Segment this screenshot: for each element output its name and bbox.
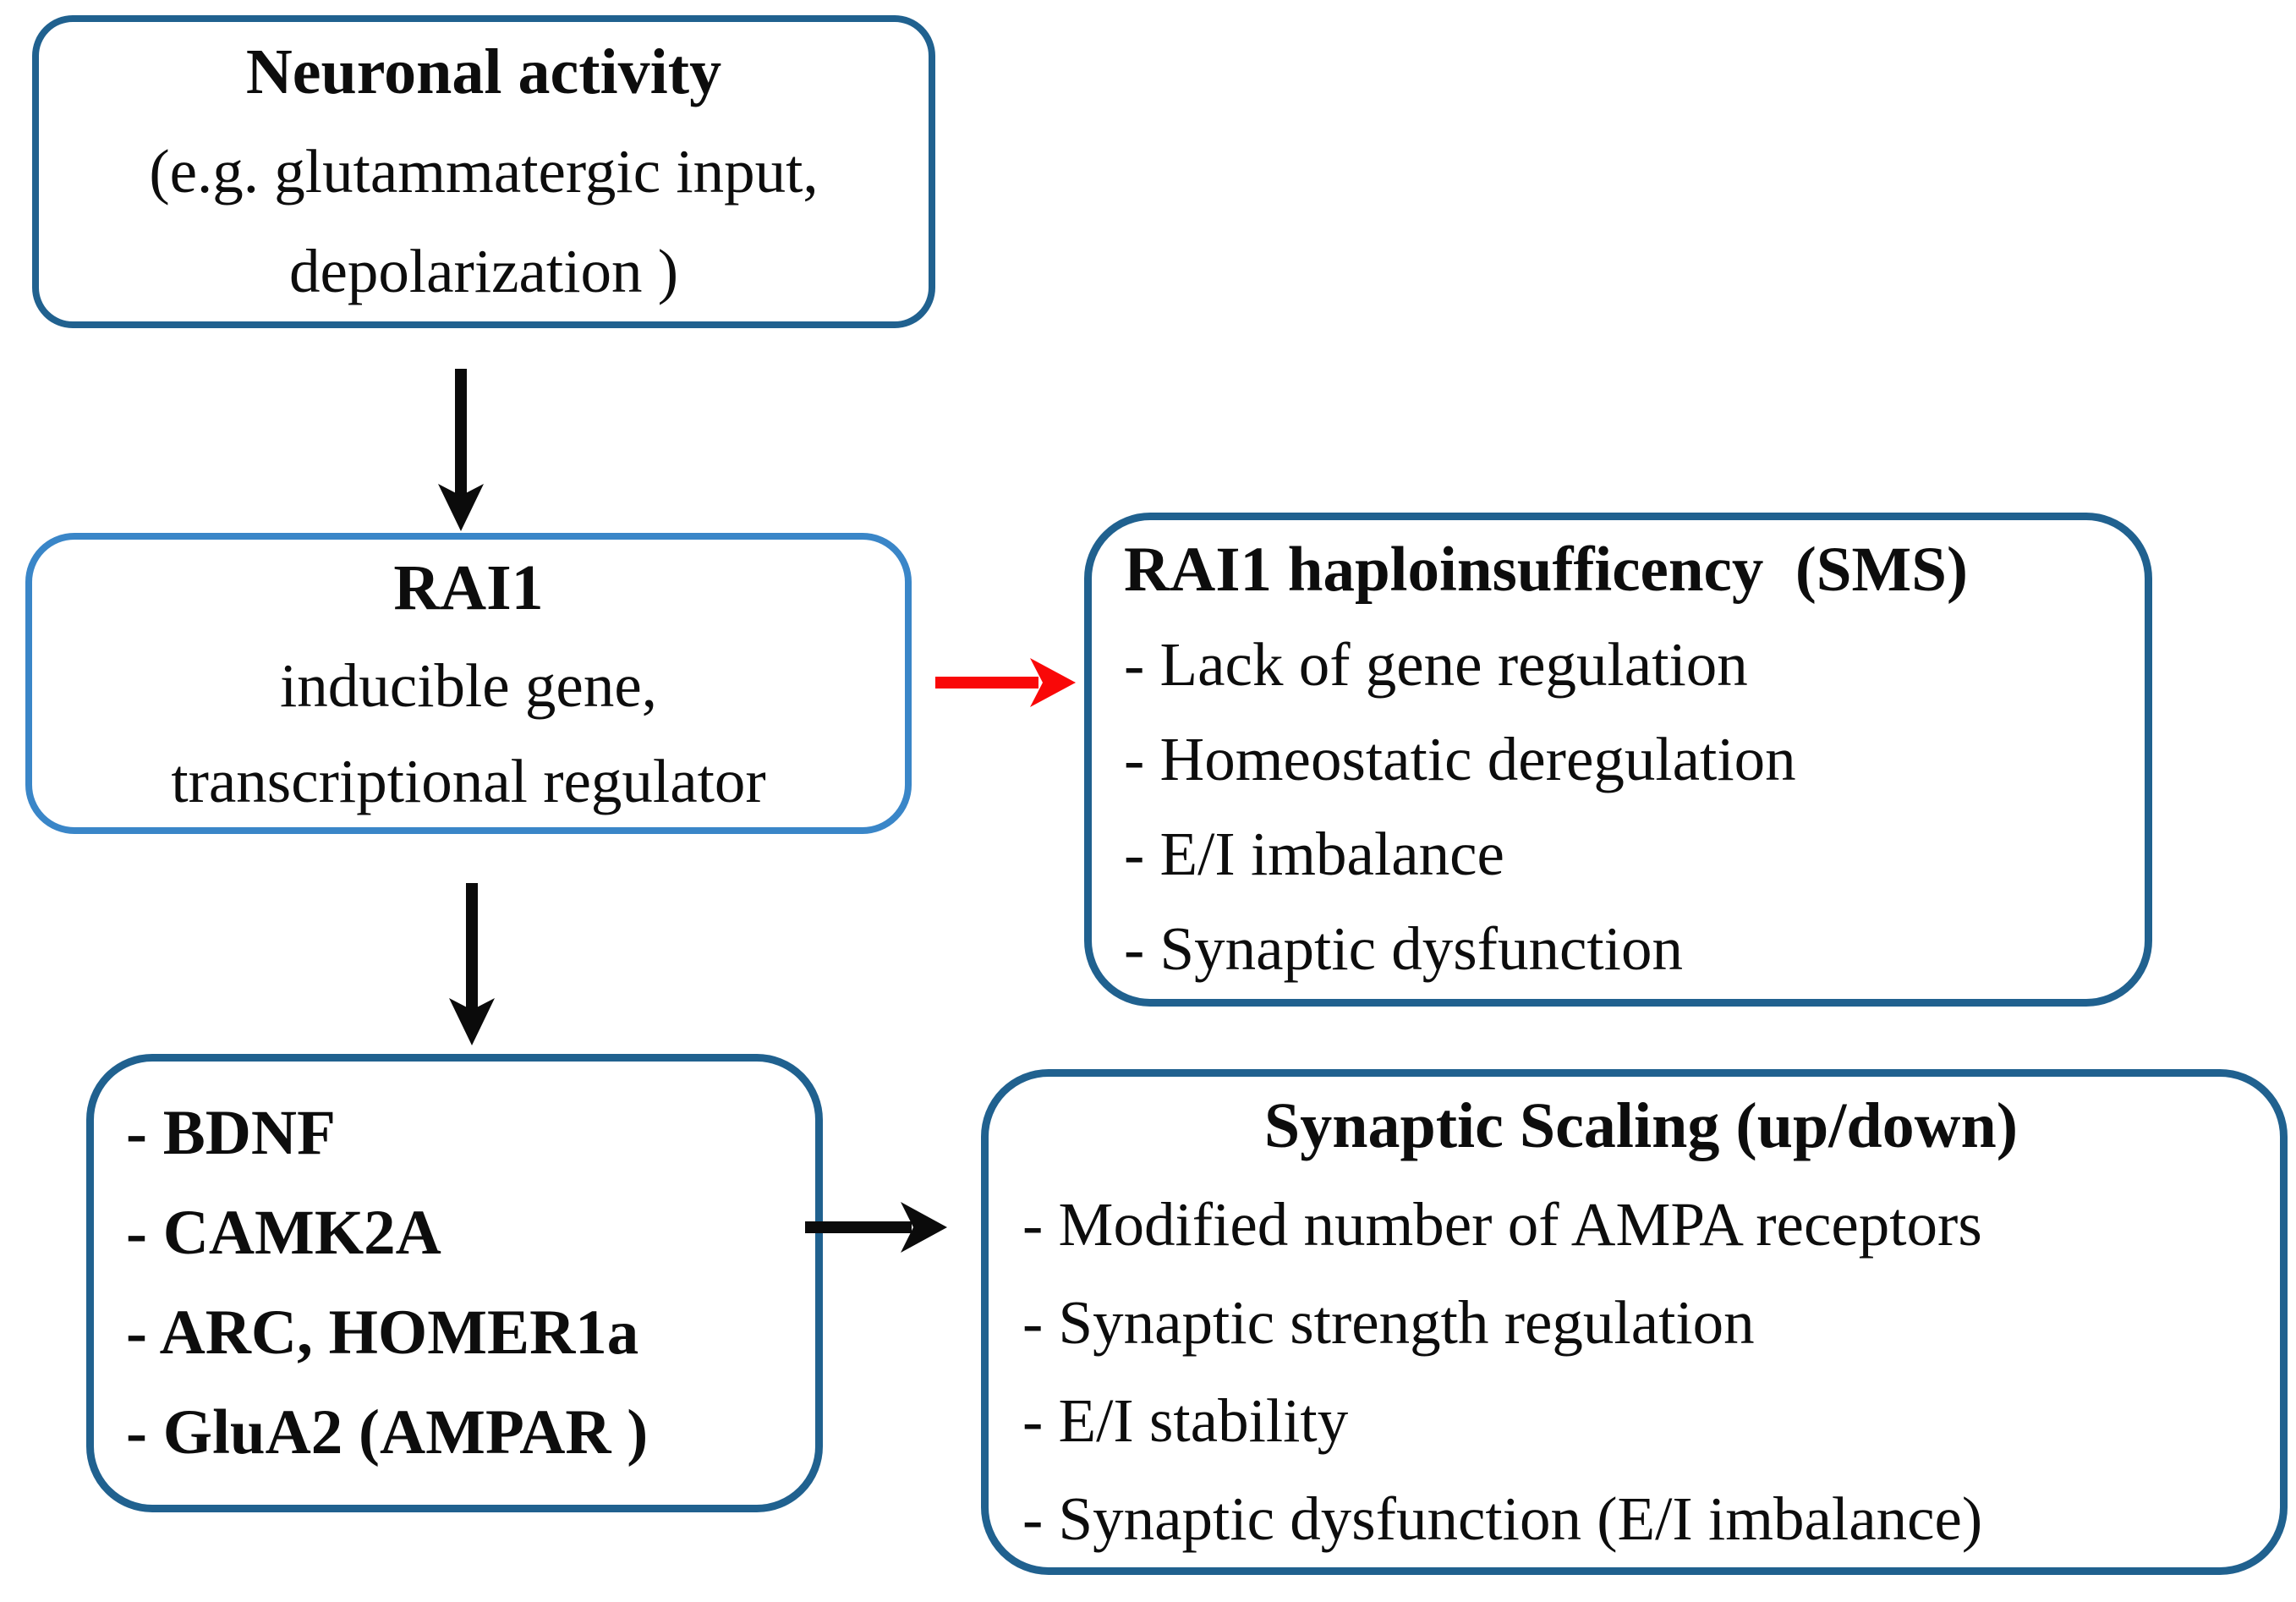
bullet-item: - E/I imbalance: [1124, 820, 1504, 888]
arrow-down-icon: [438, 369, 484, 531]
neuronal-activity-line: (e.g. glutammatergic input,: [149, 137, 819, 206]
haploinsufficiency-title: RAI1 haploinsufficency (SMS): [1124, 535, 1968, 605]
box-synaptic-scaling: Synaptic Scaling (up/down) - Modified nu…: [981, 1069, 2288, 1575]
rai1-line: inducible gene,: [280, 651, 657, 720]
rai1-title: RAI1: [393, 552, 544, 623]
box-rai1: RAI1 inducible gene, transcriptional reg…: [25, 533, 912, 834]
bullet-item: - CAMK2A: [126, 1198, 441, 1268]
bullet-item: - Synaptic dysfunction: [1124, 914, 1683, 983]
neuronal-activity-line: depolarization ): [288, 237, 679, 305]
bullet-item: - Synaptic strength regulation: [1022, 1288, 1755, 1357]
neuronal-activity-title: Neuronal activity: [245, 36, 722, 107]
box-target-genes: - BDNF - CAMK2A - ARC, HOMER1a - GluA2 (…: [86, 1054, 823, 1512]
bullet-item: - Homeostatic deregulation: [1124, 725, 1796, 793]
bullet-item: - ARC, HOMER1a: [126, 1298, 639, 1368]
arrow-right-red-icon: [935, 658, 1076, 707]
bullet-item: - GluA2 (AMPAR ): [126, 1397, 649, 1468]
synaptic-scaling-title: Synaptic Scaling (up/down): [1263, 1090, 2019, 1161]
box-rai1-haploinsufficiency: RAI1 haploinsufficency (SMS) - Lack of g…: [1084, 513, 2152, 1007]
arrow-right-icon: [805, 1202, 947, 1253]
arrow-down-icon: [449, 883, 495, 1045]
rai1-line: transcriptional regulator: [171, 747, 766, 815]
box-neuronal-activity: Neuronal activity (e.g. glutammatergic i…: [32, 15, 935, 328]
bullet-item: - Modified number of AMPA receptors: [1022, 1190, 1982, 1259]
bullet-item: - Lack of gene regulation: [1124, 630, 1748, 699]
bullet-item: - E/I stability: [1022, 1386, 1349, 1455]
bullet-item: - Synaptic dysfunction (E/I imbalance): [1022, 1484, 1983, 1553]
bullet-item: - BDNF: [126, 1098, 336, 1168]
